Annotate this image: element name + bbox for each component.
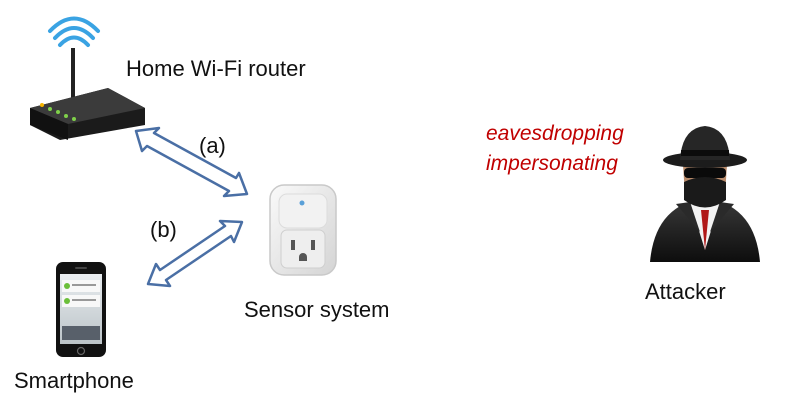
wifi-router-icon (30, 16, 145, 140)
spy-icon (650, 126, 760, 262)
attacker-label: Attacker (645, 279, 726, 304)
link-b-arrow (146, 219, 244, 288)
smartphone-icon (56, 262, 106, 357)
router-label: Home Wi-Fi router (126, 56, 306, 81)
sensor-label: Sensor system (244, 297, 390, 322)
link-b-label: (b) (150, 217, 177, 242)
wifi-signal-icon (48, 16, 100, 47)
link-a-label: (a) (199, 133, 226, 158)
threat-impersonating: impersonating (486, 152, 618, 175)
smart-plug-icon (269, 184, 337, 276)
link-a-arrow (134, 126, 249, 198)
phone-label: Smartphone (14, 368, 134, 393)
threat-eavesdropping: eavesdropping (486, 122, 624, 145)
